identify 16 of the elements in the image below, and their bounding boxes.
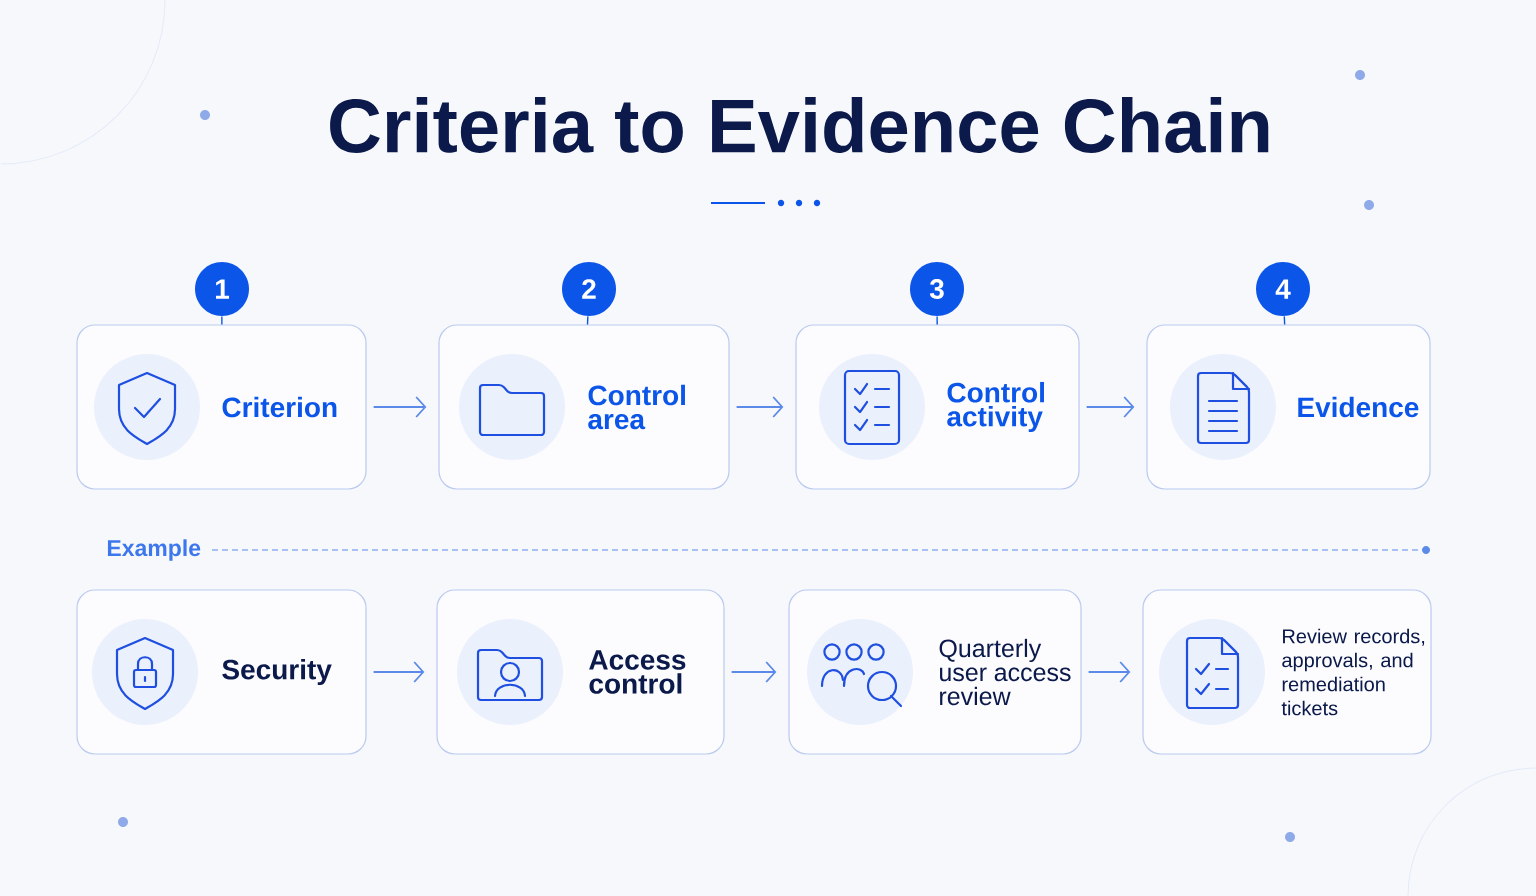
title: Criteria to Evidence Chain: [330, 97, 1269, 153]
connector-line: [221, 315, 223, 326]
connector-line: [1283, 315, 1286, 326]
connector-line: [936, 315, 938, 326]
arrow: [735, 396, 784, 418]
step-number: 2: [562, 262, 616, 316]
arrow: [372, 396, 427, 418]
arrow: [1087, 661, 1131, 683]
connector-line: [586, 315, 589, 326]
arrow: [730, 661, 777, 683]
step-number: 4: [1256, 262, 1310, 316]
step-number: 3: [910, 262, 964, 316]
step-number: 1: [195, 262, 249, 316]
arrow: [372, 661, 425, 683]
arrow: [1085, 396, 1135, 418]
section-label: Example: [107, 539, 201, 561]
